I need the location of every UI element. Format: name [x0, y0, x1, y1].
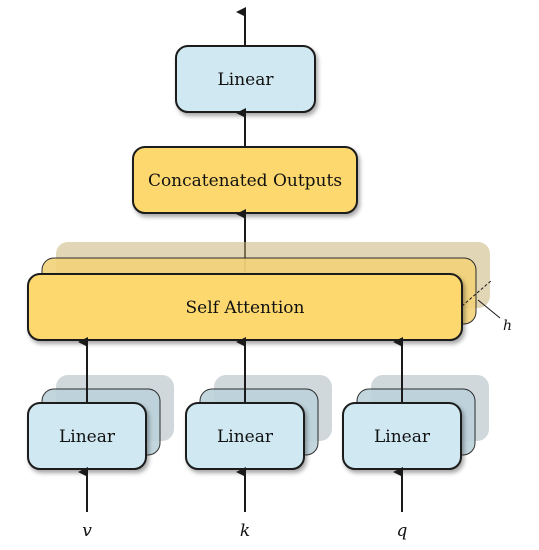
self-attention-node: Self Attention: [27, 273, 463, 341]
input-q-label: q: [397, 521, 408, 541]
heads-leader-line: [477, 299, 501, 319]
top-linear-node: Linear: [175, 45, 316, 113]
concat-node: Concatenated Outputs: [132, 146, 358, 214]
heads-dashed-indicator: [461, 279, 493, 307]
self-attention-label: Self Attention: [186, 298, 305, 318]
input-k-label: k: [240, 521, 250, 541]
linear-q-stack: Linear: [342, 375, 489, 470]
linear-k-stack: Linear: [185, 375, 332, 470]
input-v-label: v: [82, 521, 92, 541]
top-linear-label: Linear: [218, 70, 275, 90]
linear-v-stack: Linear: [27, 375, 174, 470]
linear-q-label: Linear: [374, 427, 431, 447]
concat-label: Concatenated Outputs: [148, 171, 342, 191]
linear-v-label: Linear: [59, 427, 116, 447]
heads-label: h: [503, 318, 512, 334]
linear-k-label: Linear: [217, 427, 274, 447]
